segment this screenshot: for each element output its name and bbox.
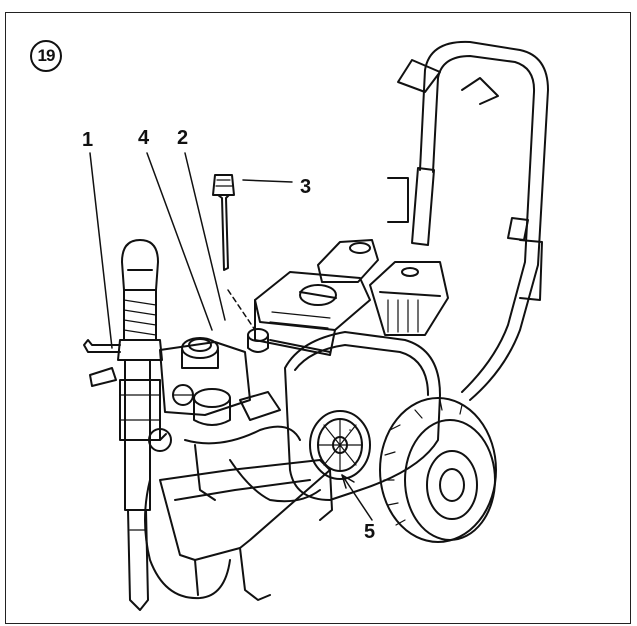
- cart-handle: [387, 40, 549, 401]
- motor-housing: [284, 331, 441, 501]
- callout-2: 2: [177, 127, 189, 149]
- callout-4: 4: [138, 127, 150, 149]
- callout-5: 5: [364, 521, 376, 543]
- dipstick-guide-line: [227, 289, 256, 331]
- figure-number-badge: 19: [30, 40, 62, 72]
- oil-dipstick: [212, 174, 235, 271]
- leader-lines: [89, 152, 373, 521]
- base-frame: [159, 459, 333, 601]
- pump-assembly: [83, 239, 321, 611]
- callout-1: 1: [82, 129, 94, 151]
- oil-filler-cap: [247, 328, 269, 342]
- callout-3: 3: [300, 176, 312, 198]
- arrow-5: [341, 474, 355, 489]
- wheel: [379, 397, 497, 543]
- engine: [254, 239, 449, 356]
